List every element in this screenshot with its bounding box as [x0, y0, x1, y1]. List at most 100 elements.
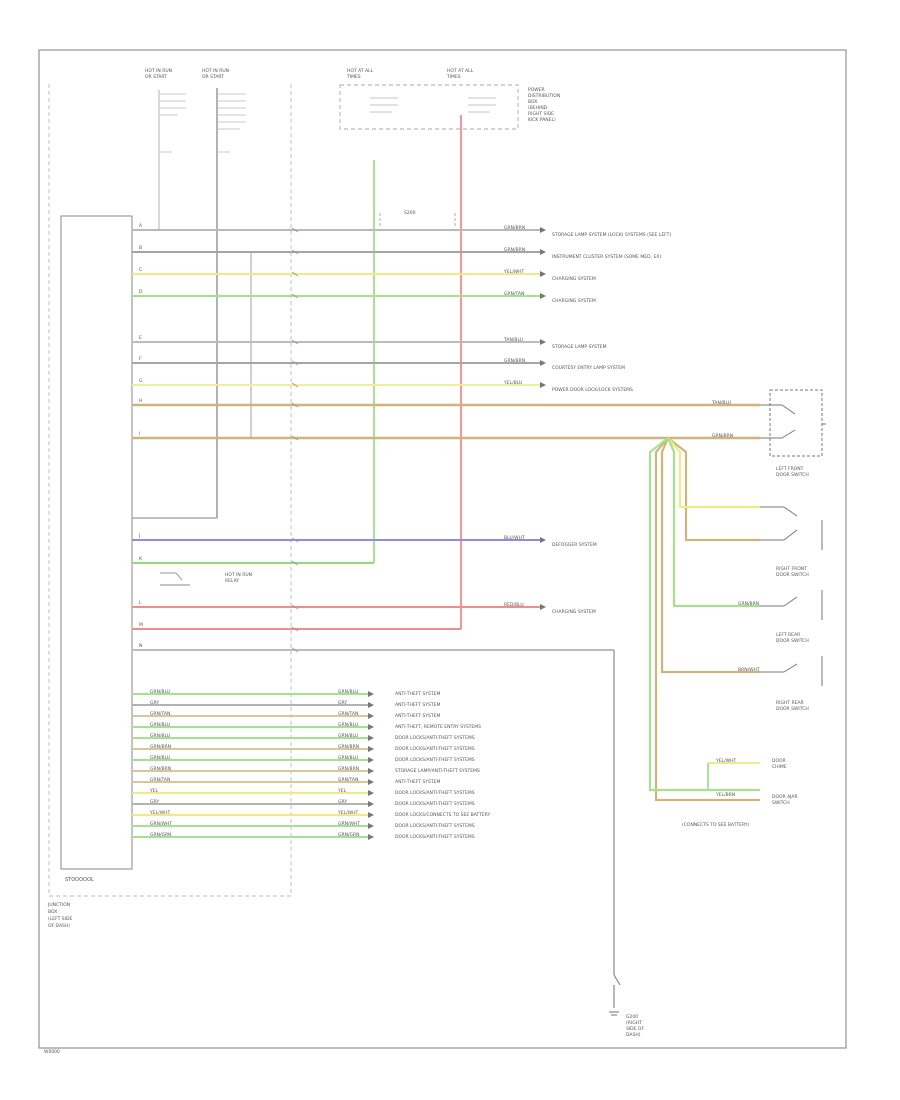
harness-wire-code: GRY — [150, 700, 159, 706]
svg-text:M: M — [139, 622, 143, 628]
right-outputs: GRN/BRN STORAGE LAMP SYSTEM (LOCK) SYSTE… — [503, 225, 671, 615]
svg-text:DASH): DASH) — [626, 1032, 641, 1038]
harness-wire-code: YEL/WHT — [149, 810, 170, 816]
svg-text:STORAGE LAMP SYSTEM: STORAGE LAMP SYSTEM — [552, 344, 607, 350]
svg-text:GRN/BRN: GRN/BRN — [504, 247, 525, 253]
svg-text:F: F — [139, 356, 142, 362]
svg-text:K: K — [139, 556, 143, 562]
svg-text:(LEFT SIDE: (LEFT SIDE — [48, 916, 72, 922]
svg-text:DOOR SWITCH: DOOR SWITCH — [776, 472, 809, 478]
harness-destination: DOOR LOCKS/CONNECTS TO SEE BATTERY — [395, 812, 491, 818]
harness-wire-code-right: GRN/BRN — [338, 766, 359, 772]
svg-text:HOT IN RUN: HOT IN RUN — [145, 68, 172, 74]
svg-text:(BEHIND: (BEHIND — [528, 105, 548, 111]
svg-text:CHARGING SYSTEM: CHARGING SYSTEM — [552, 298, 596, 304]
ground-label: G200 (RIGHT SIDE OF DASH) — [626, 1014, 644, 1038]
harness-arrow — [368, 812, 374, 818]
svg-text:H: H — [139, 398, 142, 404]
svg-text:GRN/BRN: GRN/BRN — [504, 225, 525, 231]
svg-text:DOOR: DOOR — [772, 758, 786, 764]
harness-wire-code: GRN/BRN — [150, 766, 171, 772]
left-pin-labels: A B C D E F G H I J K L M N — [138, 223, 143, 649]
svg-text:LEFT FRONT: LEFT FRONT — [776, 466, 804, 472]
svg-text:D: D — [139, 289, 143, 295]
harness-wire-code-right: YEL/WHT — [337, 810, 358, 816]
svg-text:N: N — [139, 643, 142, 649]
svg-text:DOOR SWITCH: DOOR SWITCH — [776, 706, 809, 712]
svg-text:STORAGE LAMP SYSTEM (LOCK) SYS: STORAGE LAMP SYSTEM (LOCK) SYSTEMS (SEE … — [552, 232, 671, 238]
connector-marks — [291, 227, 299, 653]
svg-text:OF DASH): OF DASH) — [48, 923, 70, 929]
harness-wire-code: GRN/BLU — [150, 689, 170, 695]
harness-arrow — [368, 779, 374, 785]
harness-arrow — [368, 691, 374, 697]
svg-text:YEL/WHT: YEL/WHT — [715, 758, 736, 764]
svg-text:C: C — [139, 267, 142, 273]
harness-arrow — [368, 801, 374, 807]
diagram-frame — [38, 49, 847, 1049]
harness-wire-code: YEL — [149, 788, 159, 794]
svg-text:DISTRIBUTION: DISTRIBUTION — [528, 93, 560, 99]
relay-label-line1: HOT IN RUN — [225, 572, 252, 578]
svg-text:BLU/WHT: BLU/WHT — [504, 535, 525, 541]
svg-text:A: A — [139, 223, 143, 229]
harness-wire-code-right: GRN/BLU — [338, 733, 358, 739]
svg-text:B: B — [139, 245, 142, 251]
svg-text:POWER: POWER — [528, 87, 545, 93]
harness-wire-code-right: GRN/BRN — [338, 744, 359, 750]
output-arrows — [540, 227, 546, 610]
harness-wire-code: GRN/TAN — [150, 711, 170, 717]
svg-text:POWER DOOR LOCK/LOCK SYSTEMS: POWER DOOR LOCK/LOCK SYSTEMS — [552, 387, 633, 393]
harness-wire-code-right: GRN/WHT — [338, 821, 360, 827]
harness-destination: DOOR LOCKS/ANTI-THEFT SYSTEMS — [395, 746, 475, 752]
svg-text:CHIME: CHIME — [772, 764, 787, 770]
harness-arrow — [368, 735, 374, 741]
harness-wire-code: GRN/BLU — [150, 733, 170, 739]
svg-text:OR START: OR START — [202, 74, 224, 80]
splice-label: S200 — [404, 210, 416, 216]
splice-bracket — [379, 213, 456, 227]
harness-wire-code-right: GRN/GRN — [338, 832, 359, 838]
harness-wire-code: GRN/BRN — [150, 744, 171, 750]
relay-label-line2: RELAY — [225, 578, 239, 584]
harness-destination: DOOR LOCKS/ANTI-THEFT SYSTEMS — [395, 823, 475, 829]
bottom-right-items: YEL/WHT DOOR CHIME YEL/BRN DOOR AJAR SWI… — [682, 758, 798, 828]
harness-wire-code: GRN/BLU — [150, 755, 170, 761]
harness-destination: DOOR LOCKS/ANTI-THEFT SYSTEMS — [395, 757, 475, 763]
harness-arrow — [368, 790, 374, 796]
svg-text:KICK PANEL): KICK PANEL) — [528, 117, 556, 123]
svg-text:COURTESY ENTRY LAMP SYSTEM: COURTESY ENTRY LAMP SYSTEM — [552, 365, 625, 371]
ground-path — [609, 650, 621, 1016]
harness-destination: ANTI-THEFT SYSTEM — [395, 702, 440, 708]
svg-text:TAN/BLU: TAN/BLU — [711, 400, 731, 406]
svg-text:TIMES: TIMES — [446, 74, 461, 80]
main-harness-wires — [132, 229, 760, 651]
harness-wire-code-right: GRY — [338, 799, 347, 805]
fuse-box-note: POWER DISTRIBUTION BOX (BEHIND RIGHT SID… — [528, 87, 560, 123]
harness-arrow — [368, 823, 374, 829]
svg-text:SIDE OF: SIDE OF — [626, 1026, 644, 1032]
junction-box-outline — [48, 84, 292, 897]
harness-arrow — [368, 834, 374, 840]
svg-text:INSTRUMENT CLUSTER SYSTEM (SOM: INSTRUMENT CLUSTER SYSTEM (SOME MED, EX) — [552, 254, 661, 260]
svg-text:HOT IN RUN: HOT IN RUN — [202, 68, 229, 74]
door-switch-labels: TAN/BLU LEFT FRONT DOOR SWITCH GRN/BRN R… — [711, 400, 809, 712]
svg-text:(CONNECTS TO SEE BATTERY): (CONNECTS TO SEE BATTERY) — [682, 822, 750, 828]
svg-text:GRN/BRN: GRN/BRN — [738, 601, 759, 607]
svg-text:G: G — [139, 378, 143, 384]
svg-text:DEFOGGER SYSTEM: DEFOGGER SYSTEM — [552, 542, 597, 548]
harness-arrow — [368, 713, 374, 719]
door-switch-symbols — [760, 389, 826, 686]
svg-text:CHARGING SYSTEM: CHARGING SYSTEM — [552, 609, 596, 615]
svg-text:L: L — [139, 600, 142, 606]
harness-destination: ANTI-THEFT SYSTEM — [395, 691, 440, 697]
svg-text:E: E — [139, 335, 142, 341]
hot-in-run-relay — [160, 572, 190, 586]
svg-text:CHARGING SYSTEM: CHARGING SYSTEM — [552, 276, 596, 282]
svg-text:RIGHT FRONT: RIGHT FRONT — [776, 566, 807, 572]
svg-text:BOX: BOX — [48, 909, 57, 915]
harness-destination: ANTI-THEFT, REMOTE ENTRY SYSTEMS — [395, 724, 481, 730]
harness-destination: DOOR LOCKS/ANTI-THEFT SYSTEMS — [395, 735, 475, 741]
fuse-detail-marks — [160, 93, 246, 153]
harness-wire-code-right: GRN/BLU — [338, 722, 358, 728]
